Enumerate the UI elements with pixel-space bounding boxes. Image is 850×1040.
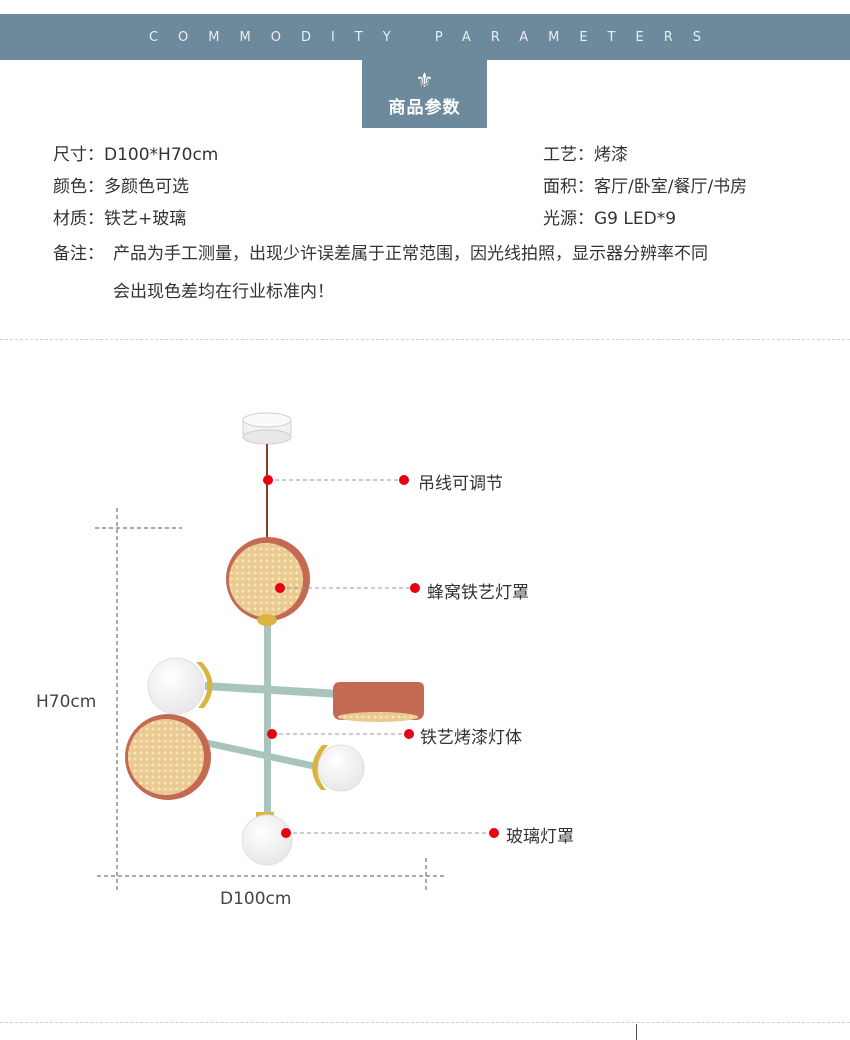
param-area: 面积：客厅/卧室/餐厅/书房 xyxy=(543,177,748,197)
param-color: 颜色：多颜色可选 xyxy=(53,177,189,197)
marker-dot xyxy=(399,475,409,485)
callout-markers xyxy=(263,475,499,838)
bottom-divider xyxy=(0,1022,850,1023)
callout-adjustable-wire: 吊线可调节 xyxy=(418,474,503,494)
diameter-label: D100cm xyxy=(220,889,292,909)
height-label: H70cm xyxy=(36,692,97,712)
callout-honeycomb-shade: 蜂窝铁艺灯罩 xyxy=(427,583,529,603)
marker-dot xyxy=(404,729,414,739)
section-title: 商品参数 xyxy=(388,98,461,118)
marker-dot xyxy=(410,583,420,593)
banner-text: COMMODITY PARAMETERS xyxy=(148,29,721,45)
marker-dot xyxy=(275,583,285,593)
note-label: 备注： xyxy=(53,244,104,264)
honeycomb-shade-top xyxy=(226,537,310,626)
bottom-tick xyxy=(636,1024,637,1040)
fleur-de-lis-icon: ⚜ xyxy=(415,68,434,92)
lamp-stem xyxy=(264,615,271,820)
section-divider xyxy=(0,339,850,340)
height-dimension xyxy=(95,508,446,892)
marker-dot xyxy=(281,828,291,838)
glass-globe-right xyxy=(312,744,365,792)
param-size: 尺寸：D100*H70cm xyxy=(53,145,219,165)
drum-shade-right xyxy=(333,682,424,722)
note-line-2: 会出现色差均在行业标准内！ xyxy=(113,282,334,302)
param-material: 材质：铁艺+玻璃 xyxy=(53,209,187,229)
lamp-arms xyxy=(200,628,340,772)
note-line-1: 产品为手工测量，出现少许误差属于正常范围，因光线拍照，显示器分辨率不同 xyxy=(113,244,708,264)
callout-lamp-body: 铁艺烤漆灯体 xyxy=(420,728,522,748)
callout-leaders xyxy=(268,479,494,834)
ceiling-canopy xyxy=(242,412,292,445)
honeycomb-shade-left xyxy=(125,714,211,800)
callout-glass-shade: 玻璃灯罩 xyxy=(506,827,574,847)
param-process: 工艺：烤漆 xyxy=(543,145,628,165)
section-badge: ⚜ 商品参数 xyxy=(362,60,487,128)
glass-globe-left xyxy=(147,657,213,715)
glass-globe-bottom xyxy=(241,812,293,866)
param-light-source: 光源：G9 LED*9 xyxy=(543,209,677,229)
marker-dot xyxy=(263,475,273,485)
header-banner: COMMODITY PARAMETERS xyxy=(0,14,850,60)
marker-dot xyxy=(267,729,277,739)
marker-dot xyxy=(489,828,499,838)
